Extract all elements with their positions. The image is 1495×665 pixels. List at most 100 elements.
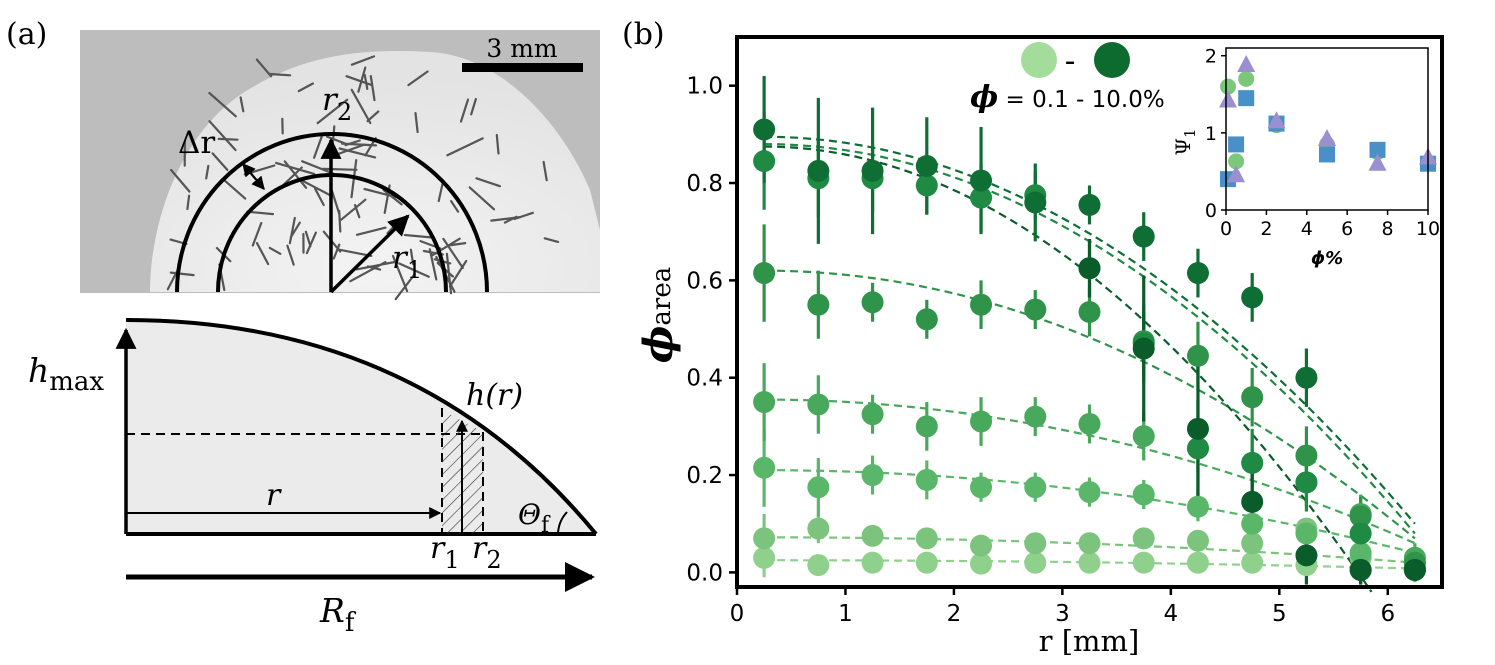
r1-label: r1 <box>392 240 422 284</box>
data-point <box>915 527 938 550</box>
fibre <box>391 254 409 293</box>
data-point <box>1132 527 1155 550</box>
h-max-label: hmax <box>28 351 104 397</box>
data-point <box>1078 193 1101 216</box>
fibre <box>490 216 522 222</box>
x-tick-label: 0 <box>730 601 745 627</box>
fibre <box>288 216 296 245</box>
scale-bar <box>462 63 583 72</box>
inset-x-tick-label: 8 <box>1382 218 1394 240</box>
inset-x-tick-label: 10 <box>1416 218 1440 240</box>
data-point <box>1024 191 1047 214</box>
ring-annotation <box>175 132 489 294</box>
x-tick-label: 5 <box>1272 601 1287 627</box>
data-point <box>1241 451 1264 474</box>
x-tick-label: 3 <box>1055 601 1070 627</box>
data-point <box>1295 366 1318 389</box>
data-point <box>861 464 884 487</box>
fibre <box>442 237 464 269</box>
y-tick-label: 0.4 <box>686 366 723 392</box>
data-point <box>807 554 830 577</box>
data-point <box>753 546 776 569</box>
data-point <box>915 154 938 177</box>
fibre <box>428 248 438 281</box>
fibre <box>239 96 245 113</box>
fibre <box>448 259 468 288</box>
fibre <box>289 221 301 238</box>
legend-dash: - <box>1065 44 1076 79</box>
data-point <box>1349 558 1372 581</box>
r2-schematic-label: r2 <box>472 531 502 574</box>
y-tick-label: 0.6 <box>686 268 723 294</box>
fibre <box>332 243 341 260</box>
fibre <box>169 271 195 277</box>
data-point <box>861 403 884 426</box>
data-point <box>1186 495 1209 518</box>
fibre <box>543 237 560 243</box>
inset-point-triangle <box>1227 165 1246 183</box>
x-tick-label: 6 <box>1380 601 1395 627</box>
fibre <box>357 66 367 93</box>
fibre <box>366 110 380 123</box>
fibre <box>338 209 342 233</box>
data-point <box>807 517 830 540</box>
data-point <box>1186 551 1209 574</box>
data-point <box>1078 481 1101 504</box>
data-point <box>1295 544 1318 567</box>
data-point <box>1078 301 1101 323</box>
fibre <box>350 55 376 66</box>
fibre <box>304 230 312 248</box>
fibre <box>314 187 325 207</box>
fibre <box>340 198 367 221</box>
data-point <box>1078 257 1101 280</box>
x-tick-label: 4 <box>1164 601 1179 627</box>
data-point <box>970 410 993 433</box>
inset-point-square <box>1319 146 1335 163</box>
y-tick-label: 1.0 <box>686 74 723 100</box>
inset-x-tick-label: 6 <box>1341 218 1353 240</box>
inset-point-triangle <box>1318 129 1336 147</box>
legend-text: ϕ = 0.1 - 10.0% <box>970 80 1165 115</box>
fibre <box>305 231 317 255</box>
y-tick-label: 0.0 <box>686 560 723 586</box>
fibre <box>268 72 292 77</box>
r-label: r <box>266 478 282 513</box>
fibre <box>268 246 282 255</box>
data-point <box>1241 386 1264 409</box>
data-point <box>807 476 830 499</box>
fibre <box>275 161 316 175</box>
data-point <box>753 150 776 173</box>
inset-point-triangle <box>1219 90 1238 108</box>
fibre <box>255 242 270 266</box>
data-point <box>861 524 884 547</box>
fibre <box>340 142 378 147</box>
data-point <box>1132 337 1155 360</box>
fibre <box>297 82 314 93</box>
data-point <box>1403 558 1426 581</box>
fibre <box>246 210 275 216</box>
inset-x-tick-label: 2 <box>1260 218 1272 240</box>
data-point <box>1241 512 1264 535</box>
inset-background <box>1226 48 1428 210</box>
fibre <box>403 233 435 239</box>
data-point <box>1132 483 1155 506</box>
fibre <box>459 98 470 123</box>
data-point <box>1186 529 1209 552</box>
fibre <box>205 164 210 180</box>
fibre <box>468 186 496 211</box>
data-point <box>915 174 938 197</box>
fibre <box>450 200 460 213</box>
fibre <box>217 137 239 141</box>
fibre <box>208 120 237 152</box>
data-point <box>915 468 938 491</box>
data-point <box>1349 505 1372 528</box>
fit-curve-4 <box>764 269 1416 540</box>
fibre <box>211 152 229 171</box>
data-point <box>1241 551 1264 574</box>
fibre <box>495 133 500 155</box>
data-point <box>1024 476 1047 499</box>
legend-dark-marker <box>1094 42 1130 78</box>
fibre <box>446 137 484 157</box>
